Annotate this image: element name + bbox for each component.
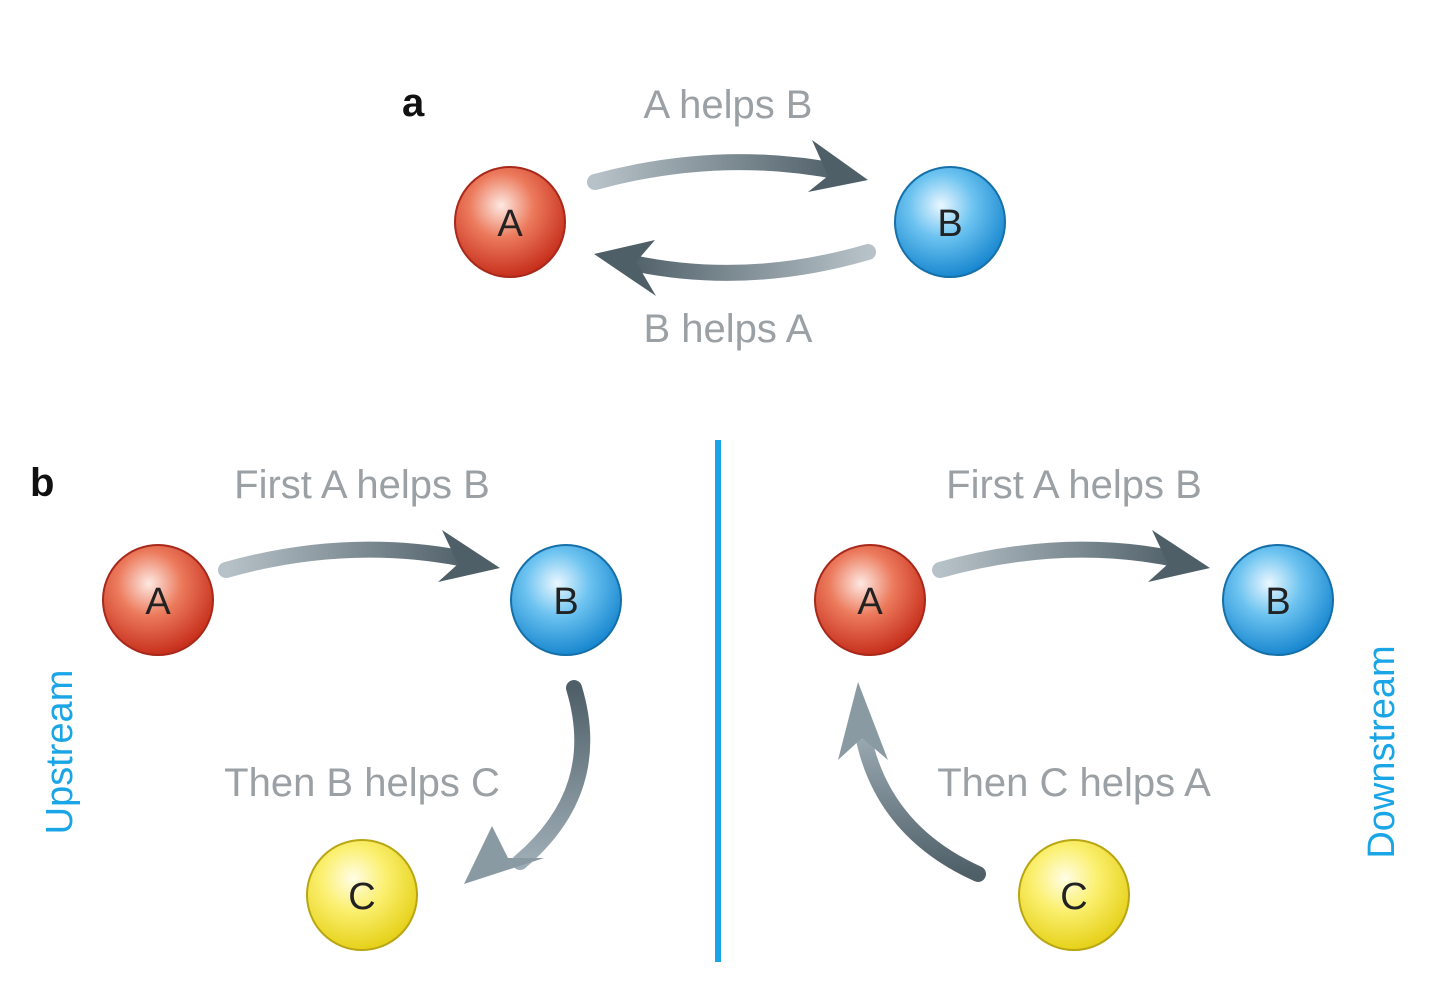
upstream-caption-bottom: Then B helps C xyxy=(224,761,500,805)
downstream-arrow-a-to-b xyxy=(932,530,1210,582)
panel-a-arrow-a-to-b xyxy=(587,140,868,192)
upstream-node-a: A xyxy=(102,544,214,656)
panel-a-node-b: B xyxy=(894,166,1006,278)
downstream-node-c: C xyxy=(1018,839,1130,951)
panel-a-caption-bottom: B helps A xyxy=(643,307,812,351)
panel-a-letter: a xyxy=(402,81,425,125)
downstream-node-b: B xyxy=(1222,544,1334,656)
panel-a-arrow-b-to-a xyxy=(594,240,876,296)
upstream-label: Upstream xyxy=(39,670,81,835)
upstream-node-b: B xyxy=(510,544,622,656)
svg-text:A: A xyxy=(145,581,171,623)
svg-text:C: C xyxy=(348,876,375,918)
upstream-arrow-a-to-b xyxy=(218,530,500,582)
downstream-node-a: A xyxy=(814,544,926,656)
downstream-label: Downstream xyxy=(1361,645,1403,858)
downstream-caption-bottom: Then C helps A xyxy=(937,761,1211,805)
svg-text:B: B xyxy=(1265,581,1290,623)
svg-text:C: C xyxy=(1060,876,1087,918)
svg-text:A: A xyxy=(497,203,523,245)
upstream-caption-top: First A helps B xyxy=(234,463,490,507)
svg-text:B: B xyxy=(937,203,962,245)
upstream-arrow-b-to-c xyxy=(464,680,591,884)
panel-a-caption-top: A helps B xyxy=(643,83,812,127)
upstream-node-c: C xyxy=(306,839,418,951)
panel-b-letter: b xyxy=(30,461,54,505)
downstream-caption-top: First A helps B xyxy=(946,463,1202,507)
svg-text:B: B xyxy=(553,581,578,623)
downstream-arrow-c-to-a xyxy=(838,682,986,882)
svg-text:A: A xyxy=(857,581,883,623)
panel-a-node-a: A xyxy=(454,166,566,278)
